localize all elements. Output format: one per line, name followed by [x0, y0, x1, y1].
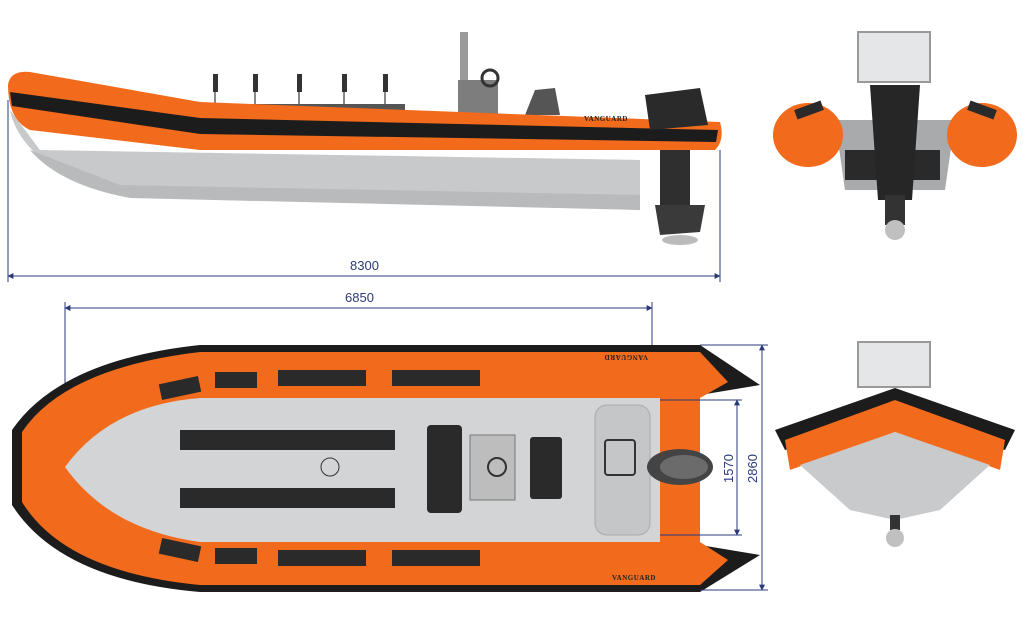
- bench-seats: [180, 430, 395, 508]
- side-view: VANGUARD: [8, 32, 722, 245]
- bow-view: [775, 341, 1015, 547]
- tube-length-label: 6850: [345, 290, 374, 305]
- tube-right: [947, 103, 1017, 167]
- dimension-inner-width: 1570: [660, 399, 742, 536]
- outboard-motor: [645, 88, 708, 245]
- brand-label-top: VANGUARD: [604, 353, 648, 361]
- tube-pads: [158, 370, 480, 566]
- brand-label-bottom: VANGUARD: [612, 574, 656, 582]
- deck: [65, 398, 660, 542]
- console-top: [427, 425, 462, 513]
- brand-label: VANGUARD: [584, 115, 628, 123]
- hull: [10, 110, 640, 210]
- top-view: VANGUARD VANGUARD: [12, 345, 760, 592]
- stern-view: [773, 31, 1017, 240]
- tube-left: [773, 103, 843, 167]
- dimension-overall-length: 8300: [7, 100, 721, 282]
- rubbing-strake: [10, 92, 718, 142]
- overall-width-label: 2860: [745, 454, 760, 483]
- inner-width-label: 1570: [721, 454, 736, 483]
- dimension-overall-width: 2860: [700, 344, 768, 591]
- overall-length-label: 8300: [350, 258, 379, 273]
- console: [458, 32, 560, 120]
